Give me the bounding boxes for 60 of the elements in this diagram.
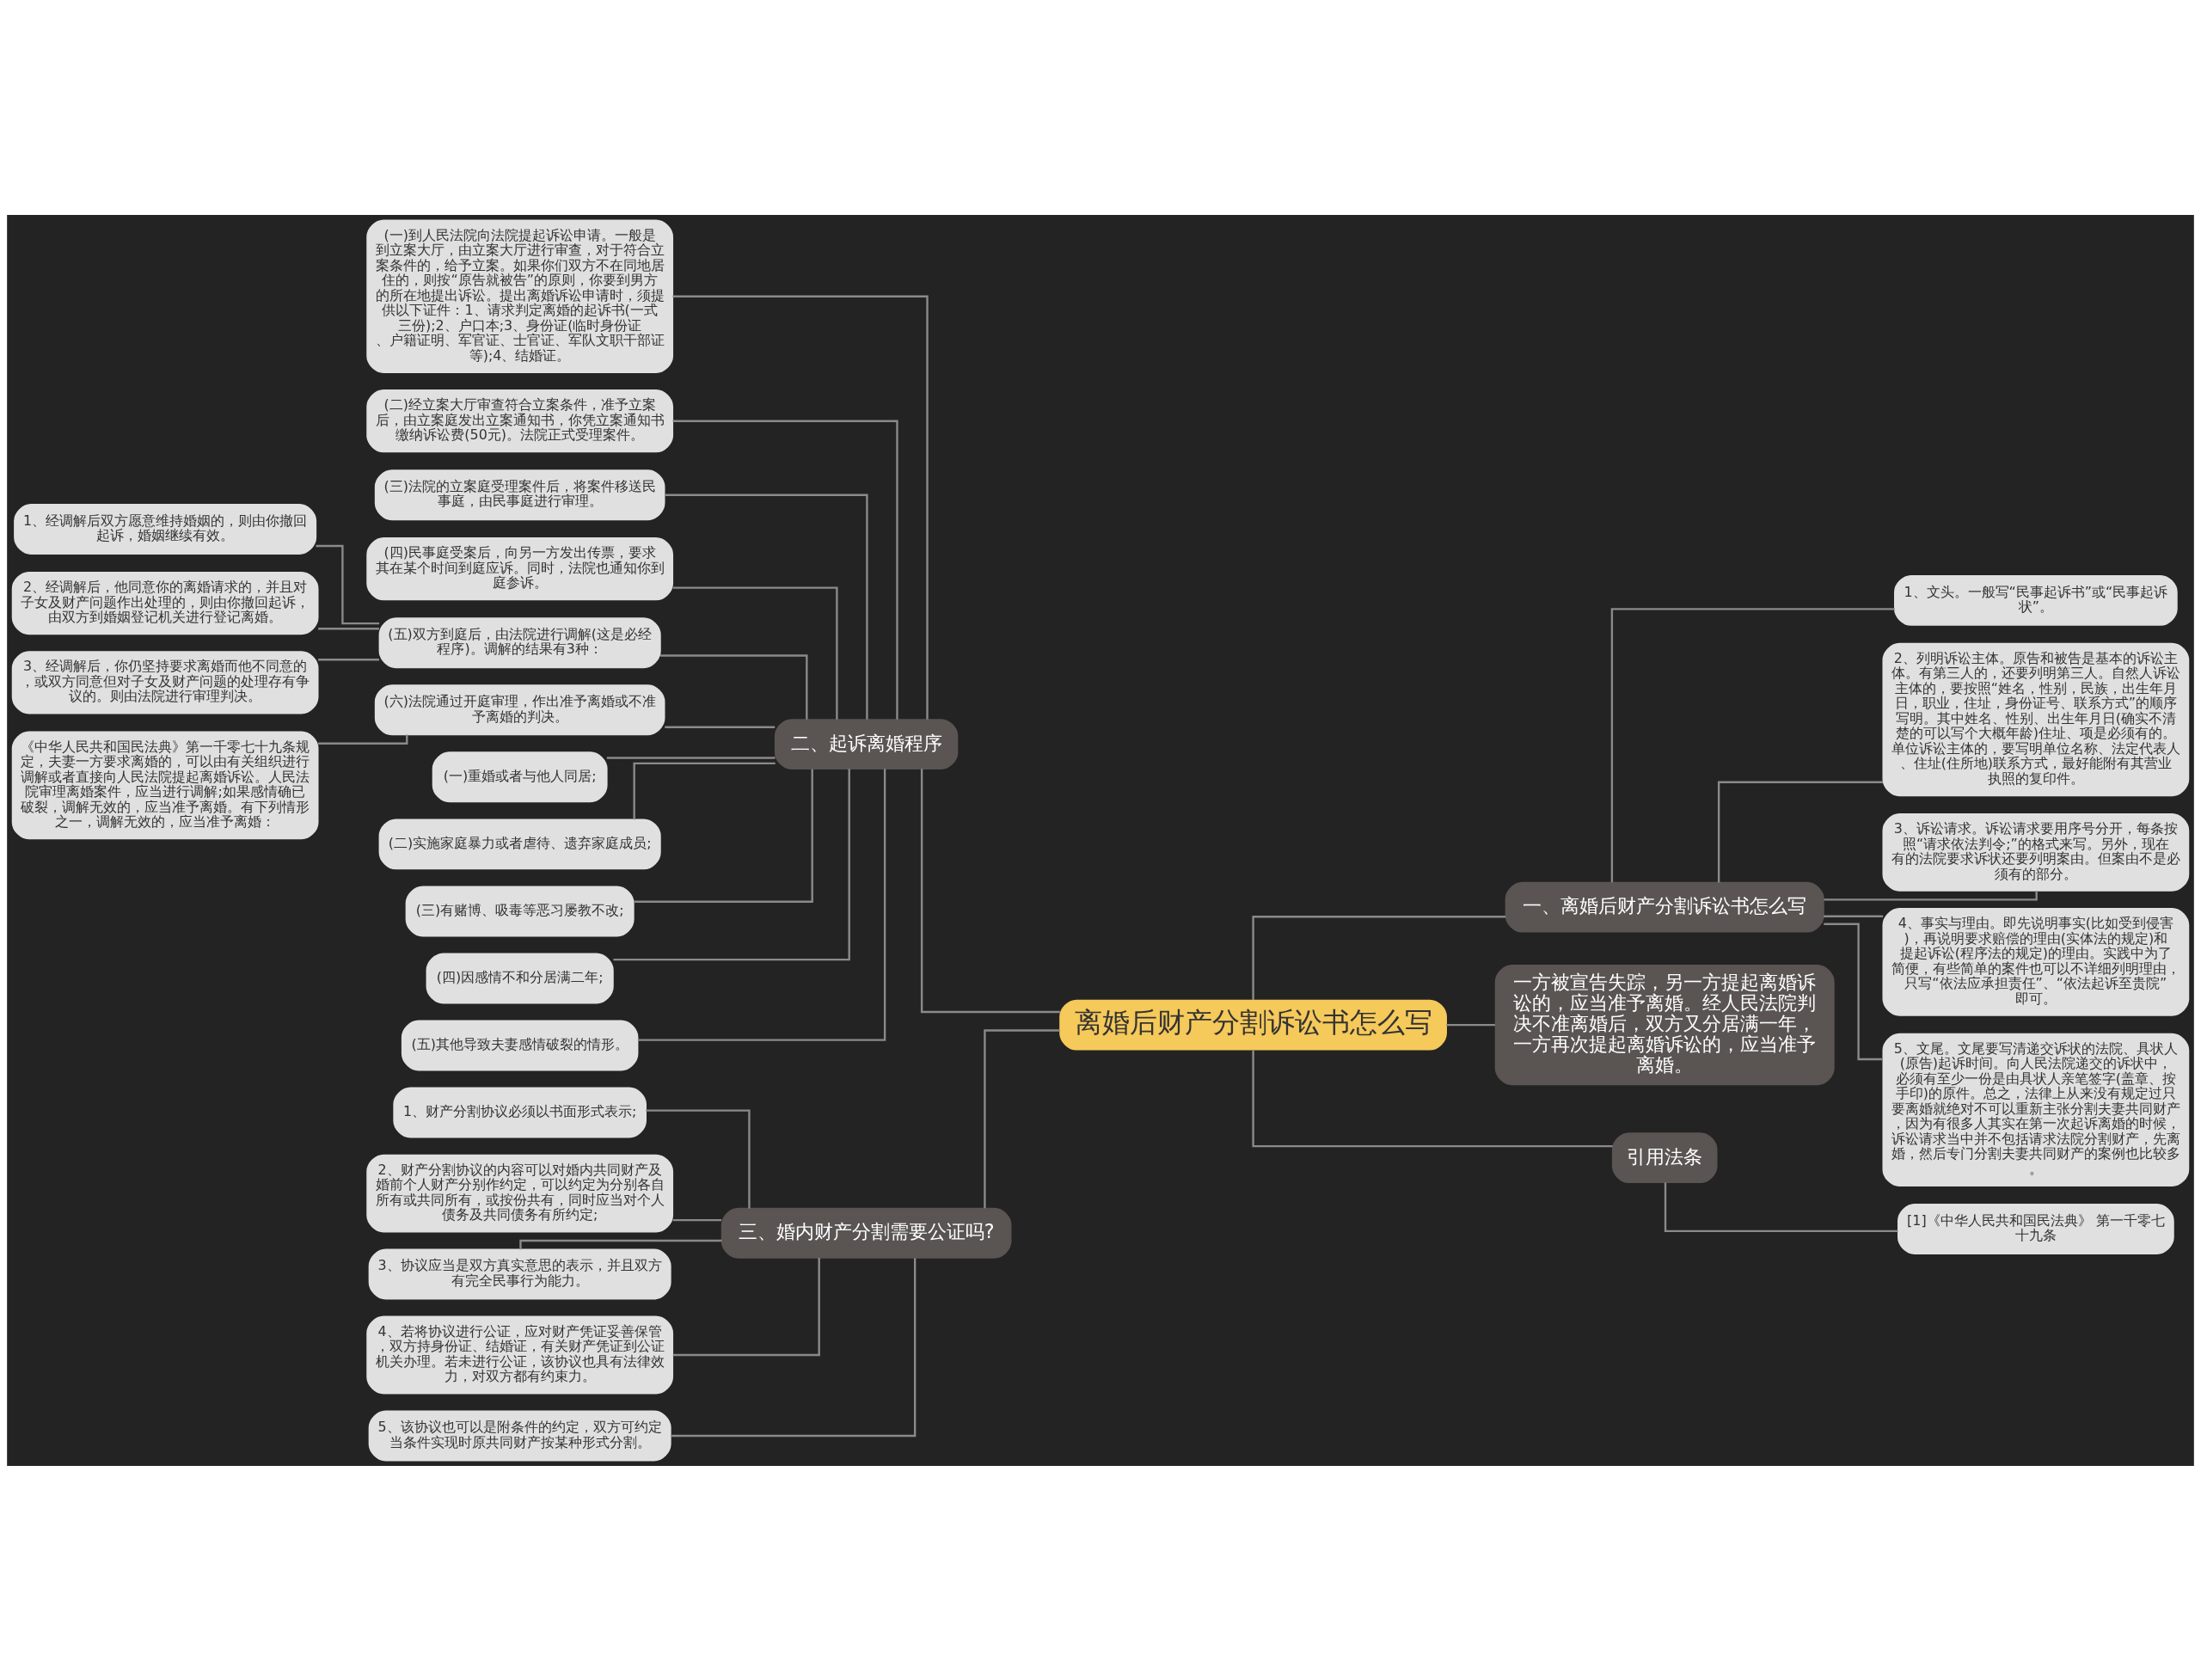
- node-box: 一、离婚后财产分割诉讼书怎么写: [1505, 881, 1824, 933]
- node-box: 三、婚内财产分割需要公证吗?: [720, 1207, 1012, 1259]
- node-box: 4、若将协议进行公证，应对财产凭证妥善保管，双方持身份证、结婚证，有关财产凭证到公证机关办理。若未进行公证，该协议也具有法律效力，对双方都有约束力。: [366, 1315, 674, 1394]
- connector: [671, 1257, 917, 1437]
- node-box: 1、文头。一般写“民事起诉书”或“民事起诉状”。: [1894, 574, 2178, 626]
- connector: [672, 295, 929, 720]
- node-box: (一)到人民法院向法院提起诉讼申请。一般是到立案大厅，由立案大厅进行审查，对于符合立案条件的，给予立案。如果你们双方不在同地居住的，则按“原告就被告”的原则，你要到男方的所在地提出诉讼。提出离婚诉讼申请时，须提供以下证件：1、请求判定离婚的起诉书(一式三份);2、户口本;3、身份证(临时身份证、户籍证明、军官证、士官证、军队文职干部证等);4、结婚证。: [366, 219, 674, 373]
- connector: [633, 762, 776, 819]
- node-box: 3、经调解后，你仍坚持要求离婚而他不同意的，或双方同意但对子女及财产问题的处理存有争议的。则由法院进行审理判决。: [11, 650, 319, 714]
- connector: [613, 768, 850, 960]
- connector: [634, 769, 813, 903]
- connector: [646, 1108, 751, 1208]
- node-box: 5、文尾。文尾要写清递交诉状的法院、具状人(原告)起诉时间。向人民法院递交的诉状中，必须有至少一份是由具状人亲笔签字(盖章、按手印)的原件。总之，法律上从来没有规定过只要离婚就绝对不可以重新主张分割夫妻共同财产，因为有很多人其实在第一次起诉离婚的时候，诉讼请求当中并不包括请求法院分割财产，先离婚，然后专门分割夫妻共同财产的案例也比较多。: [1882, 1033, 2190, 1186]
- node-box: 引用法条: [1611, 1131, 1718, 1183]
- connector: [664, 494, 868, 720]
- node-box: 一方被宣告失踪，另一方提起离婚诉讼的，应当准予离婚。经人民法院判决不准离婚后，双方又分居满一年，一方再次提起离婚诉讼的，应当准予离婚。: [1494, 964, 1835, 1085]
- connector: [519, 1239, 722, 1249]
- node-box: 1、经调解后双方愿意维持婚姻的，则由你撤回起诉，婚姻继续有效。: [14, 503, 317, 555]
- node-box: [1]《中华人民共和国民法典》 第一千零七十九条: [1898, 1203, 2174, 1254]
- node-box: 3、诉讼请求。诉讼请求要用序号分开，每条按照“请求依法判令;”的格式来写。另外，现在有的法院要求诉状还要列明案由。但案由不是必须有的部分。: [1882, 812, 2190, 892]
- node-box: 1、财产分割协议必须以书面形式表示;: [393, 1087, 647, 1138]
- connector: [665, 726, 776, 728]
- node-box: (二)经立案大厅审查符合立案条件，准予立案后，由立案庭发出立案通知书，你凭立案通知书缴纳诉讼费(50元)。法院正式受理案件。: [366, 389, 674, 452]
- connector: [920, 768, 1060, 1013]
- connector: [1252, 1049, 1613, 1147]
- connector: [1446, 1023, 1495, 1026]
- connector: [1824, 915, 1884, 917]
- node-box: (二)实施家庭暴力或者虐待、遗弃家庭成员;: [378, 818, 661, 869]
- connector: [1717, 781, 1883, 882]
- node-box: (三)法院的立案庭受理案件后，将案件移送民事庭，由民事庭进行审理。: [374, 469, 665, 520]
- connector: [637, 768, 886, 1041]
- connector: [672, 1257, 820, 1356]
- node-box: 2、经调解后，他同意你的离婚请求的，并且对子女及财产问题作出处理的，则由你撤回起诉，由双方到婚姻登记机关进行登记离婚。: [11, 571, 319, 635]
- node-box: (五)其他导致夫妻感情破裂的情形。: [401, 1020, 639, 1070]
- node-box: (四)因感情不和分居满二年;: [426, 953, 614, 1003]
- node-box: 离婚后财产分割诉讼书怎么写: [1059, 999, 1447, 1051]
- connector: [672, 420, 898, 720]
- node-box: 3、协议应当是双方真实意思的表示，并且双方有完全民事行为能力。: [368, 1248, 671, 1299]
- node-box: (三)有赌博、吸毒等恶习屡教不改;: [405, 885, 635, 936]
- connector: [606, 756, 776, 759]
- connector: [318, 627, 379, 629]
- node-box: (一)重婚或者与他人同居;: [432, 751, 608, 802]
- connector: [984, 1028, 1060, 1208]
- connector: [1824, 890, 2038, 901]
- node-box: 5、该协议也可以是附条件的约定，双方可约定当条件实现时原共同财产按某种形式分割。: [368, 1410, 671, 1461]
- node-box: 2、列明诉讼主体。原告和被告是基本的诉讼主体。有第三人的，还要列明第三人。自然人诉讼主体的，要按照“姓名，性别，民族，出生年月日，职业，住址，身份证号、联系方式”的顺序写明。其中姓名、性别、出生年月日(确实不清楚的可以写个大概年龄)住址、项是必须有的。单位诉讼主体的，要写明单位名称、法定代表人、住址(住所地)联系方式，最好能附有其营业执照的复印件。: [1882, 642, 2190, 796]
- node-box: 《中华人民共和国民法典》第一千零七十九条规定，夫妻一方要求离婚的，可以由有关组织进行调解或者直接向人民法院提起离婚诉讼。人民法院审理离婚案件，应当进行调解;如果感情确已破裂，调解无效的，应当准予离婚。有下列情形之一，调解无效的，应当准予离婚：: [11, 730, 319, 839]
- connector: [672, 586, 838, 720]
- node-box: 4、事实与理由。即先说明事实(比如受到侵害)，再说明要求赔偿的理由(实体法的规定)和提起诉讼(程序法的规定)的理由。实践中为了简便，有些简单的案件也可以不详细列明理由，只写“依法应承担责任”、“依法起诉至贵院”即可。: [1882, 907, 2190, 1016]
- node-box: (五)双方到庭后，由法院进行调解(这是必经程序)。调解的结果有3种：: [378, 616, 661, 668]
- connector: [660, 653, 808, 720]
- connector: [672, 1218, 722, 1221]
- connector: [1252, 915, 1506, 1000]
- connector: [1664, 1181, 1898, 1232]
- connector: [1610, 607, 1895, 882]
- node-box: (四)民事庭受案后，向另一方发出传票，要求其在某个时间到庭应诉。同时，法院也通知你到庭参诉。: [366, 536, 674, 600]
- node-box: 2、财产分割协议的内容可以对婚内共同财产及婚前个人财产分别作约定，可以约定为分别各自所有或共同所有，或按份共有，同时应当对个人债务及共同债务有所约定;: [366, 1154, 674, 1232]
- connector: [318, 658, 379, 660]
- node-box: 二、起诉离婚程序: [774, 718, 959, 769]
- node-box: (六)法院通过开庭审理，作出准予离婚或不准予离婚的判决。: [374, 684, 665, 735]
